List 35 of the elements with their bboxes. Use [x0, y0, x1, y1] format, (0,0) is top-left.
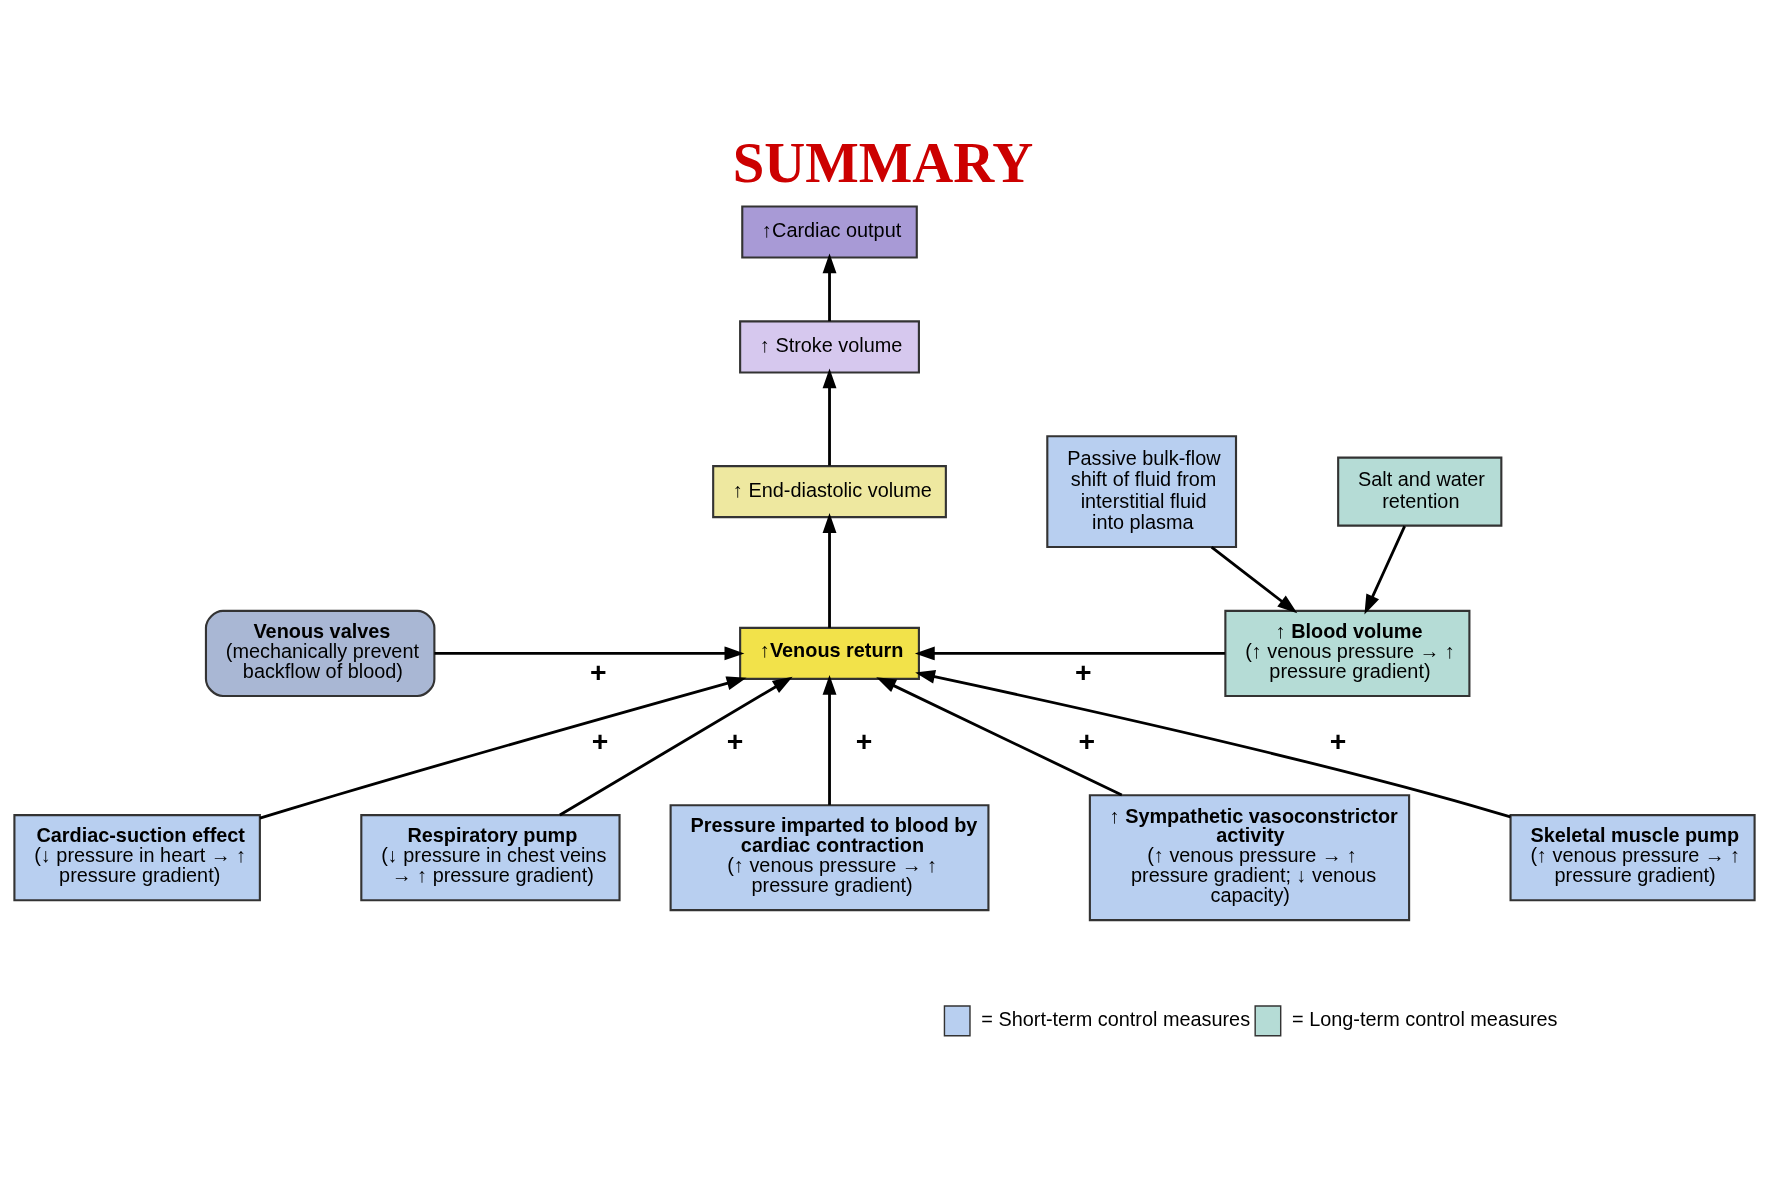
node-box: ↑ Sympathetic vasoconstrictor activity (↑ venous pressure → ↑ pressure gradient; ↓ venous capacity)	[1088, 794, 1411, 922]
arrow	[876, 677, 1123, 797]
edge-label: +	[1329, 725, 1347, 758]
node-box: ↑Venous return	[739, 626, 920, 680]
arrow	[822, 368, 837, 466]
node-box: ↑ Blood volume (↑ venous pressure → ↑ pressure gradient)	[1224, 609, 1471, 697]
edge-label: +	[591, 725, 609, 758]
node-box: ↑ End-diastolic volume	[712, 465, 947, 519]
arrow	[1364, 525, 1406, 615]
diagram-title: SUMMARY	[732, 131, 1034, 195]
legend-label: = Long-term control measures	[1292, 1008, 1558, 1031]
node-box: Skeletal muscle pump (↑ venous pressure → ↑ pressure gradient)	[1509, 814, 1756, 902]
edge-label: +	[590, 655, 607, 688]
edge-label: +	[1074, 655, 1092, 688]
node-box: Salt and water retention	[1337, 456, 1503, 527]
node-box: Respiratory pump (↓ pressure in chest veins → ↑ pressure gradient)	[360, 814, 621, 902]
arrow	[259, 676, 747, 820]
node-box: ↑ Stroke volume	[739, 320, 920, 374]
arrow	[914, 646, 1225, 661]
arrow	[1210, 545, 1298, 614]
edge-label: +	[855, 725, 873, 758]
arrow	[559, 676, 793, 817]
edge-label: +	[1078, 725, 1096, 758]
arrow	[822, 253, 837, 322]
node-box: Venous valves (mechanically prevent backflow of blood)	[204, 609, 436, 697]
node-box: Passive bulk-flow shift of fluid from interstitial fluid into plasma	[1046, 435, 1238, 549]
arrow	[822, 513, 837, 628]
arrow	[915, 669, 1511, 819]
arrow	[434, 646, 745, 661]
legend-label: = Short-term control measures	[981, 1008, 1251, 1031]
node-box: Cardiac-suction effect (↓ pressure in heart → ↑ pressure gradient)	[13, 814, 261, 902]
node-box: Pressure imparted to blood by cardiac contraction (↑ venous pressure → ↑ pressure gradient)	[669, 804, 990, 912]
arrow	[822, 674, 837, 805]
node-box: ↑Cardiac output	[741, 205, 918, 259]
edge-label: +	[726, 725, 744, 758]
